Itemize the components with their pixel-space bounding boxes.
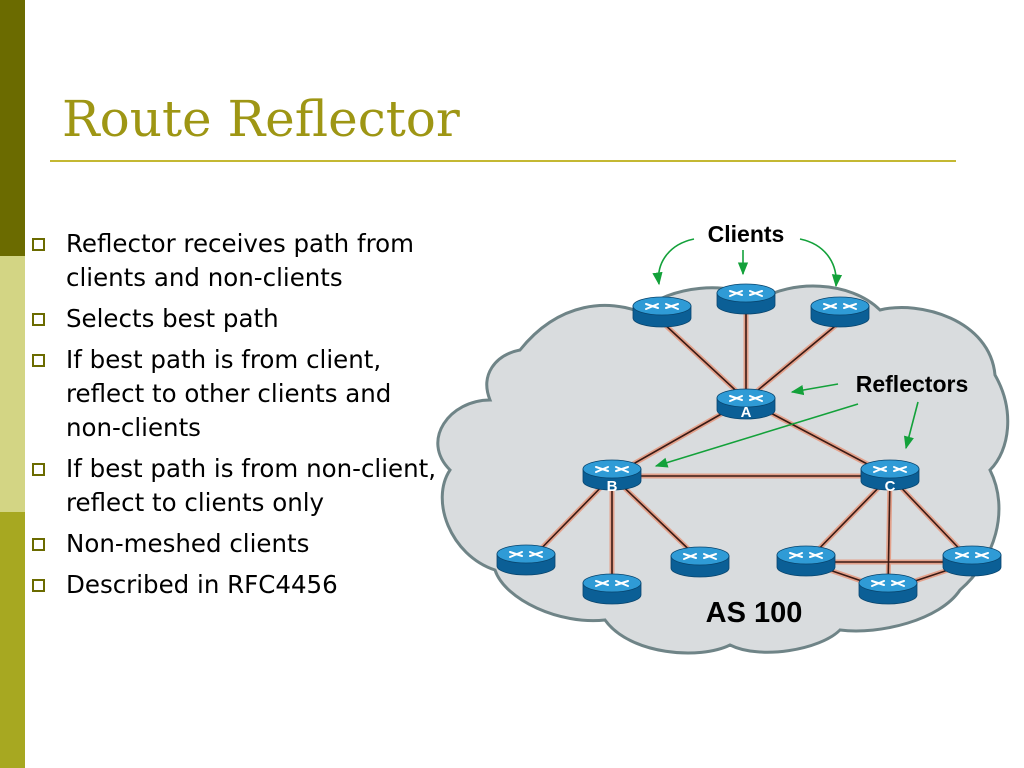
bullet-text: Reflector receives path from clients and…	[66, 229, 415, 292]
reflectors-arrow-c	[903, 401, 919, 450]
title-divider	[50, 160, 956, 162]
bullet-text: If best path is from client, reflect to …	[66, 345, 392, 442]
bullet-list: Reflector receives path from clients and…	[30, 227, 440, 609]
sidebar-strip-bottom	[0, 512, 25, 768]
router-icon	[810, 296, 870, 328]
square-bullet-icon	[32, 313, 45, 326]
sidebar-strip-middle	[0, 256, 25, 512]
as-label: AS 100	[706, 597, 803, 629]
router-icon	[858, 573, 918, 605]
square-bullet-icon	[32, 354, 45, 367]
network-links	[526, 300, 974, 593]
router-icon	[716, 283, 776, 315]
router-icon	[860, 459, 920, 491]
sidebar-strip-top	[0, 0, 25, 256]
bullet-item: If best path is from client, reflect to …	[30, 343, 440, 445]
router-icon	[582, 573, 642, 605]
clients-label: Clients	[708, 221, 785, 247]
router-icon	[670, 546, 730, 578]
router-label-b: B	[607, 478, 618, 495]
router-icon	[716, 388, 776, 420]
router-label-a: A	[741, 404, 752, 421]
reflectors-arrow-b	[654, 403, 859, 468]
as-cloud	[436, 284, 1010, 655]
router-icon	[582, 459, 642, 491]
bullet-text: Described in RFC4456	[66, 570, 338, 599]
reflectors-label: Reflectors	[856, 371, 968, 397]
clients-arrow-right	[799, 238, 843, 288]
bullet-item: Reflector receives path from clients and…	[30, 227, 440, 295]
bullet-item: Non-meshed clients	[30, 527, 440, 561]
router-label-c: C	[885, 478, 896, 495]
reflectors-arrow-a	[790, 383, 839, 396]
bullet-text: Selects best path	[66, 304, 279, 333]
router-icon	[776, 545, 836, 577]
bullet-text: Non-meshed clients	[66, 529, 310, 558]
square-bullet-icon	[32, 538, 45, 551]
bullet-text: If best path is from non-client, reflect…	[66, 454, 437, 517]
square-bullet-icon	[32, 238, 45, 251]
bullet-item: If best path is from non-client, reflect…	[30, 452, 440, 520]
square-bullet-icon	[32, 463, 45, 476]
clients-arrow-left	[652, 238, 695, 286]
bullet-item: Described in RFC4456	[30, 568, 440, 602]
slide-title: Route Reflector	[62, 90, 460, 148]
router-icon	[632, 296, 692, 328]
router-icon	[496, 544, 556, 576]
annotation-arrows	[652, 238, 919, 468]
bullet-item: Selects best path	[30, 302, 440, 336]
sidebar-strip	[0, 0, 25, 768]
square-bullet-icon	[32, 579, 45, 592]
router-icon	[942, 545, 1002, 577]
